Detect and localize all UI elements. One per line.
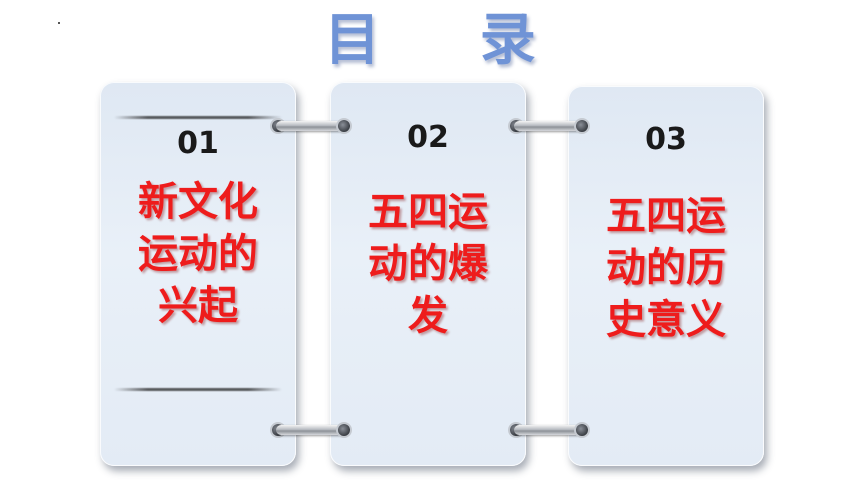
card-number: 01 [177, 126, 219, 161]
stray-dot [58, 22, 60, 24]
card-label: 五四运 动的历 史意义 [606, 193, 726, 343]
card-label: 新文化 运动的 兴起 [138, 179, 258, 329]
card-label: 五四运 动的爆 发 [368, 189, 488, 339]
card-divider-bottom [114, 388, 282, 391]
ring-hole [576, 120, 588, 132]
toc-card-3[interactable]: 03 五四运 动的历 史意义 [568, 86, 764, 466]
card-number: 02 [407, 120, 449, 155]
ring-hole [338, 120, 350, 132]
ring-hole [338, 424, 350, 436]
ring-hole [576, 424, 588, 436]
binder-ring [276, 121, 348, 131]
page-title: 目 录 [324, 8, 576, 73]
binder-ring [276, 425, 348, 435]
toc-card-2[interactable]: 02 五四运 动的爆 发 [330, 82, 526, 466]
card-number: 03 [645, 122, 687, 157]
binder-ring [514, 425, 586, 435]
card-divider-top [114, 116, 282, 119]
binder-ring [514, 121, 586, 131]
toc-card-1[interactable]: 01 新文化 运动的 兴起 [100, 82, 296, 466]
